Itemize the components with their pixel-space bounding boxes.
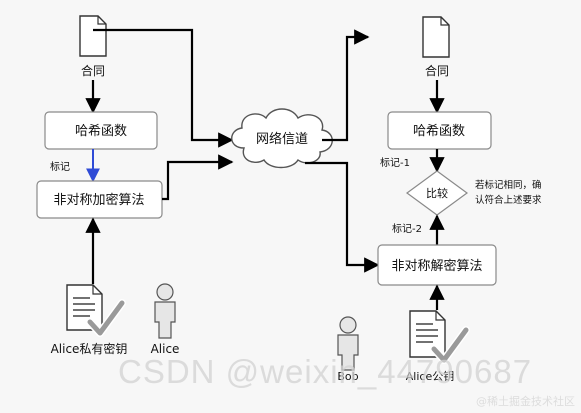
csdn-watermark: CSDN @weixin_44790687 bbox=[118, 353, 533, 390]
right-hash-box bbox=[387, 111, 492, 150]
left-key-document-icon bbox=[66, 284, 103, 331]
left-doc-label: 合同 bbox=[81, 63, 105, 78]
compare-note-line2: 认符合上述要求 bbox=[475, 194, 542, 206]
right-tag2-label: 标记-2 bbox=[392, 223, 422, 235]
network-cloud-icon bbox=[231, 108, 333, 169]
right-checkmark-icon bbox=[431, 327, 469, 363]
encrypt-label: 非对称加密算法 bbox=[53, 192, 144, 208]
right-hash-label: 哈希函数 bbox=[413, 124, 465, 139]
left-checkmark-icon bbox=[87, 300, 125, 336]
left-document-icon bbox=[79, 15, 107, 57]
decrypt-label: 非对称解密算法 bbox=[391, 258, 482, 274]
network-label: 网络信道 bbox=[256, 131, 308, 147]
juejin-watermark: @稀土掘金技术社区 bbox=[476, 395, 575, 408]
arrow-encrypt-to-network bbox=[162, 154, 234, 201]
left-hash-label: 哈希函数 bbox=[75, 124, 127, 139]
left-hash-box bbox=[44, 111, 158, 150]
bob-label: Bob bbox=[337, 370, 358, 383]
right-doc-label: 合同 bbox=[425, 63, 449, 78]
arrow-network-to-right-doc bbox=[322, 29, 370, 142]
left-key-label: Alice私有密钥 bbox=[51, 341, 128, 356]
arrow-doc-to-network bbox=[93, 28, 234, 148]
alice-label: Alice bbox=[151, 342, 180, 356]
alice-person-icon bbox=[154, 283, 176, 339]
compare-note-line1: 若标记相同，确 bbox=[475, 179, 542, 191]
right-document-icon bbox=[422, 16, 450, 58]
bob-person-icon bbox=[337, 316, 359, 371]
arrow-network-to-decrypt bbox=[305, 161, 380, 273]
compare-label: 比较 bbox=[426, 186, 448, 200]
right-key-document-icon bbox=[409, 310, 446, 358]
left-tag-label: 标记 bbox=[50, 161, 70, 173]
right-tag1-label: 标记-1 bbox=[380, 157, 410, 169]
right-key-label: Alice公钥 bbox=[406, 369, 454, 383]
